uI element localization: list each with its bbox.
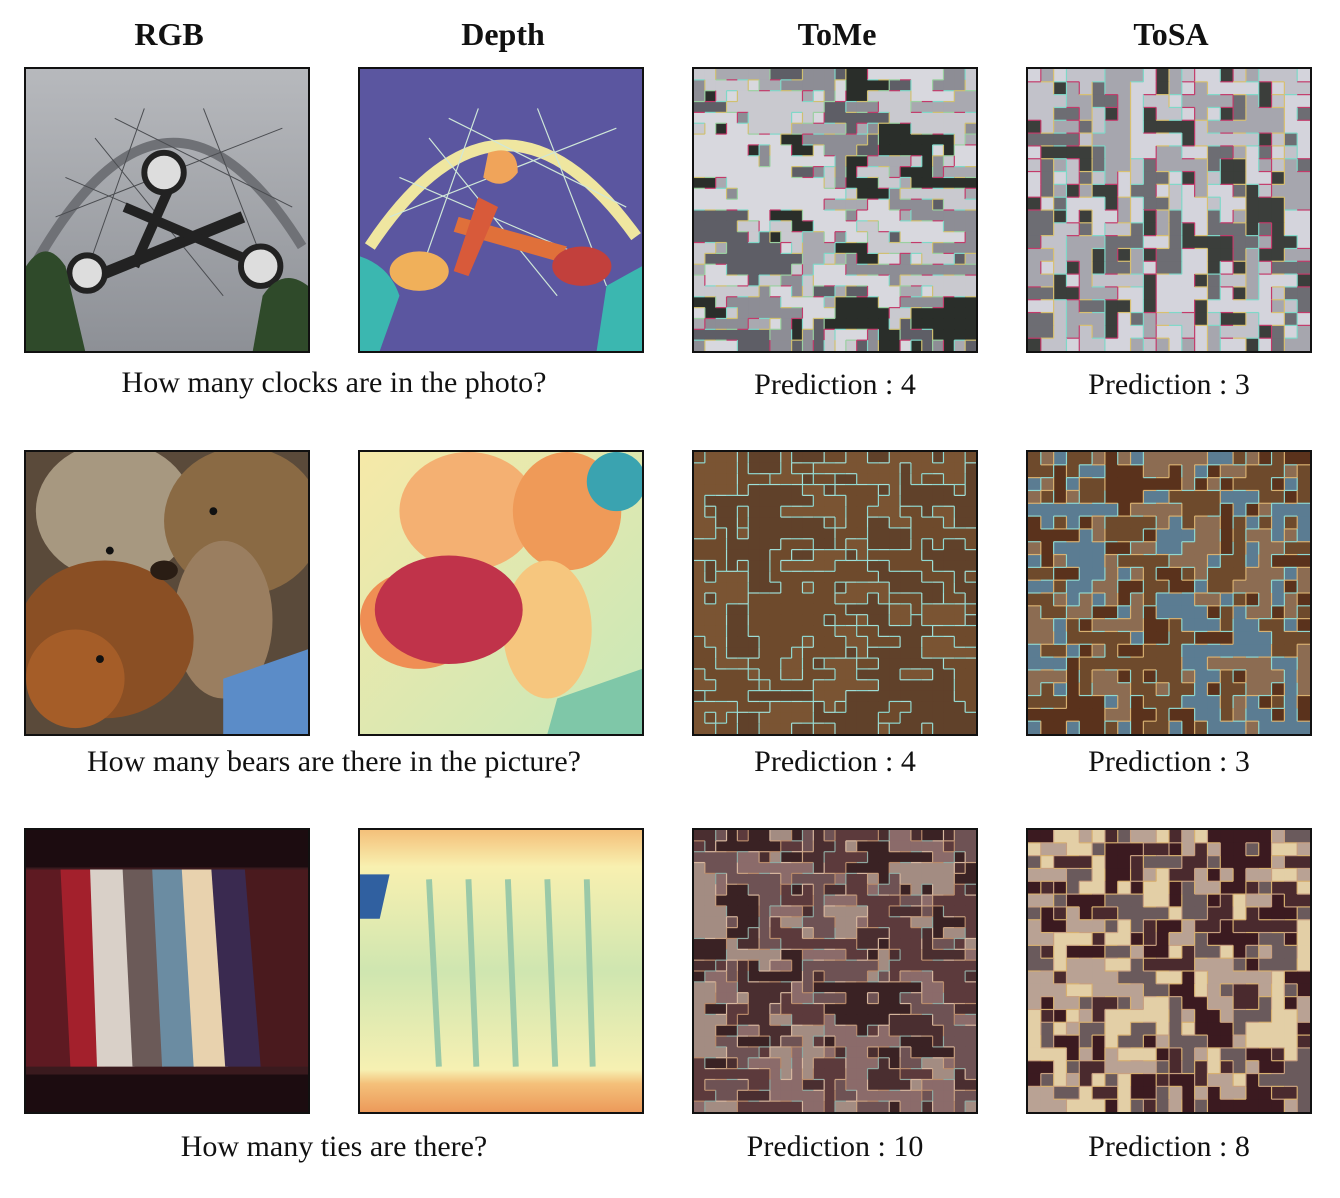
header-tosa: ToSA: [1133, 16, 1209, 52]
rgb-image-ties: [24, 828, 310, 1114]
tosa-prediction-clocks: Prediction : 3: [1088, 368, 1250, 401]
header-depth: Depth: [461, 16, 545, 52]
rgb-image-bears: [24, 450, 310, 736]
tome-merge-map-clocks: [692, 67, 978, 353]
tome-merge-map-ties: [692, 828, 978, 1114]
question-bears: How many bears are there in the picture?: [87, 745, 581, 778]
question-clocks: How many clocks are in the photo?: [121, 366, 547, 399]
depth-image-clocks: [358, 67, 644, 353]
tosa-merge-map-bears: [1026, 450, 1312, 736]
header-tome: ToMe: [797, 16, 877, 52]
question-ties: How many ties are there?: [180, 1130, 488, 1163]
tome-prediction-clocks: Prediction : 4: [754, 368, 916, 401]
header-rgb: RGB: [134, 16, 204, 52]
depth-image-ties: [358, 828, 644, 1114]
tosa-merge-map-clocks: [1026, 67, 1312, 353]
tosa-prediction-ties: Prediction : 8: [1088, 1130, 1250, 1163]
rgb-image-clocks: [24, 67, 310, 353]
tosa-merge-map-ties: [1026, 828, 1312, 1114]
depth-image-bears: [358, 450, 644, 736]
tosa-prediction-bears: Prediction : 3: [1088, 745, 1250, 778]
tome-merge-map-bears: [692, 450, 978, 736]
tome-prediction-ties: Prediction : 10: [746, 1130, 924, 1163]
tome-prediction-bears: Prediction : 4: [754, 745, 916, 778]
